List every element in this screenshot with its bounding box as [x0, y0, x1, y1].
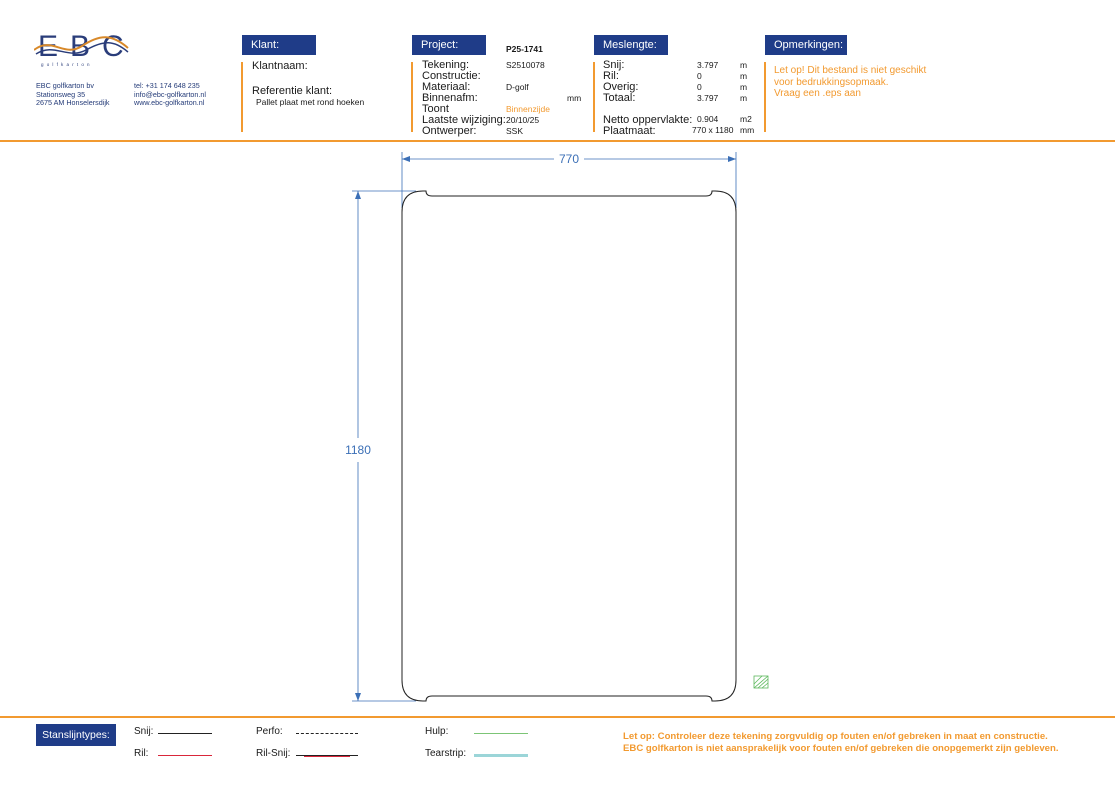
- height-label: 1180: [345, 443, 371, 457]
- stanslijntypes-title: Stanslijntypes:: [36, 724, 116, 746]
- tekening-value: S2510078: [506, 60, 545, 70]
- ril-value: 0: [697, 71, 702, 81]
- constructie-label: Constructie:: [422, 70, 481, 82]
- logo-wave-icon: EBC: [34, 30, 129, 63]
- ril-label: Ril:: [603, 70, 619, 82]
- opmerkingen-section-title: Opmerkingen:: [765, 35, 847, 55]
- meslengte-divider: [593, 62, 595, 132]
- totaal-unit: m: [740, 93, 748, 103]
- toont-value: Binnenzijde: [506, 104, 550, 114]
- overig-value: 0: [697, 82, 702, 92]
- ontwerper-label: Ontwerper:: [422, 125, 477, 137]
- toont-label: Toont: [422, 103, 449, 115]
- project-number: P25-1741: [506, 44, 543, 54]
- opmerkingen-text: Let op! Dit bestand is niet geschikt voo…: [774, 65, 926, 100]
- legend-ril-label: Ril:: [134, 748, 149, 759]
- ontwerper-value: SSK: [506, 126, 524, 136]
- logo-subtitle: golfkarton: [41, 62, 93, 67]
- legend-ril-snij-label: Ril-Snij:: [256, 748, 291, 759]
- klant-divider: [241, 62, 243, 132]
- legend-tearstrip-line: [474, 754, 528, 757]
- die-outline: [401, 190, 737, 702]
- legend-ril-snij-inner-line: [304, 756, 350, 757]
- ebc-logo: EBC golfkarton: [34, 28, 130, 72]
- contact-website: www.ebc-golfkarton.nl: [134, 98, 205, 108]
- binnenafm-unit: mm: [567, 93, 582, 103]
- approval-mark-icon: [753, 675, 769, 689]
- die-line-drawing: 770 1180: [345, 152, 769, 702]
- address-line: Stationsweg 35: [36, 89, 86, 99]
- tekening-label: Tekening:: [422, 59, 470, 71]
- remark-line: Vraag een .eps aan: [774, 88, 861, 99]
- header-separator: [0, 140, 1115, 142]
- materiaal-value: D-golf: [506, 82, 529, 92]
- company-address: EBC golfkarton bv Stationsweg 35 2675 AM…: [36, 81, 110, 108]
- legend-tearstrip-label: Tearstrip:: [425, 748, 467, 759]
- legend-ril-line: [158, 755, 212, 756]
- laatste-wijziging-label: Laatste wijziging:: [422, 114, 506, 126]
- legend-hulp-line: [474, 733, 528, 734]
- materiaal-label: Materiaal:: [422, 81, 471, 93]
- footer-separator: [0, 716, 1115, 718]
- legend-snij-line: [158, 733, 212, 734]
- plaatmaat-label: Plaatmaat:: [603, 125, 656, 137]
- binnenafm-label: Binnenafm:: [422, 92, 478, 104]
- legend-snij-label: Snij:: [134, 726, 154, 737]
- plaatmaat-value: 770 x 1180: [692, 125, 734, 135]
- klantnaam-label: Klantnaam:: [252, 60, 308, 72]
- contact-email: info@ebc-golfkarton.nl: [134, 89, 207, 99]
- overig-unit: m: [740, 82, 748, 92]
- klant-section-title: Klant:: [242, 35, 316, 55]
- snij-value: 3.797: [697, 60, 719, 70]
- legend-ril-snij-line: [296, 755, 358, 756]
- remark-line: Let op! Dit bestand is niet geschikt: [774, 65, 927, 76]
- company-contact: tel: +31 174 648 235 info@ebc-golfkarton…: [134, 81, 207, 108]
- netto-oppervlakte-value: 0.904: [697, 114, 719, 124]
- meslengte-section-title: Meslengte:: [594, 35, 668, 55]
- legend-hulp-label: Hulp:: [425, 726, 449, 737]
- referentie-value: Pallet plaat met rond hoeken: [256, 97, 365, 107]
- totaal-value: 3.797: [697, 93, 719, 103]
- overig-label: Overig:: [603, 81, 639, 93]
- width-dimension: 770: [401, 152, 737, 208]
- referentie-label: Referentie klant:: [252, 85, 333, 97]
- laatste-wijziging-value: 20/10/25: [506, 115, 540, 125]
- netto-oppervlakte-label: Netto oppervlakte:: [603, 114, 693, 126]
- address-line: EBC golfkarton bv: [36, 81, 94, 90]
- contact-phone: tel: +31 174 648 235: [134, 81, 200, 90]
- legend-perfo-label: Perfo:: [256, 726, 283, 737]
- totaal-label: Totaal:: [603, 92, 636, 104]
- netto-oppervlakte-unit: m2: [740, 114, 752, 124]
- disclaimer-line: EBC golfkarton is niet aansprakelijk voo…: [623, 742, 1059, 754]
- address-line: 2675 AM Honselersdijk: [36, 98, 110, 108]
- ril-unit: m: [740, 71, 748, 81]
- disclaimer-text: Let op: Controleer deze tekening zorgvul…: [623, 731, 1059, 754]
- legend-perfo-line: [296, 733, 358, 734]
- snij-label: Snij:: [603, 59, 625, 71]
- snij-unit: m: [740, 60, 748, 70]
- width-label: 770: [559, 152, 579, 166]
- height-dimension: 1180: [345, 190, 416, 702]
- remark-line: voor bedrukkingsopmaak.: [774, 76, 889, 88]
- project-section-title: Project:: [412, 35, 486, 55]
- plaatmaat-unit: mm: [740, 125, 755, 135]
- disclaimer-line: Let op: Controleer deze tekening zorgvul…: [623, 731, 1048, 742]
- opmerkingen-divider: [764, 62, 766, 132]
- project-divider: [411, 62, 413, 132]
